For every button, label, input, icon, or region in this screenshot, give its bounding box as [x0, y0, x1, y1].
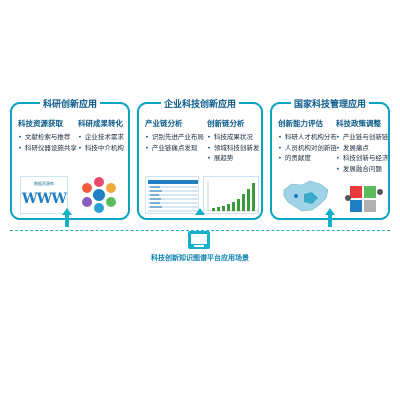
www-caption: 数据资源库	[34, 181, 54, 186]
column-achievement-transfer: 科研成果转化 企业技术需求 科技中介机构	[78, 118, 124, 153]
www-illustration: 数据资源库 WWW	[20, 176, 68, 214]
www-text: WWW	[21, 191, 67, 207]
arrow-up-icon	[62, 208, 72, 215]
arrow-stem	[328, 215, 332, 227]
column-heading: 产业链分析	[145, 119, 183, 128]
panel-title: 科研创新应用	[39, 97, 101, 110]
platform-label: 科技创新知识图谱平台应用场景	[151, 254, 249, 262]
puzzle-blocks-illustration	[342, 176, 386, 216]
list-item-continuation: 的贡献度	[278, 153, 337, 164]
arrow-up-icon	[325, 208, 335, 215]
list-item: 产业链痛点发现	[145, 143, 204, 154]
column-heading: 创新链分析	[207, 119, 245, 128]
panel-research-innovation: 科研创新应用 科技资源获取 文献检索与推荐 科研仪器设施共享 科研成果转化 企业…	[10, 97, 130, 220]
puzzle-blocks-icon	[345, 186, 383, 212]
map-illustration	[278, 176, 334, 216]
list-item: 领域科技创新发	[207, 143, 260, 154]
list-item: 科研人才机构分布	[278, 132, 337, 143]
divider-dashed	[10, 230, 390, 231]
puzzle-icon	[82, 177, 116, 213]
column-heading: 科技资源获取	[18, 119, 63, 128]
column-capability-assessment: 创新能力评估 科研人才机构分布 人员机构对创新链 的贡献度	[278, 118, 337, 164]
list-item: 企业技术需求	[78, 132, 124, 143]
list-item: 文献检索与推荐	[18, 132, 77, 143]
arrow-up-icon	[195, 208, 205, 215]
column-resource-access: 科技资源获取 文献检索与推荐 科研仪器设施共享	[18, 118, 77, 153]
column-heading: 创新能力评估	[278, 119, 323, 128]
bar-chart-icon	[207, 181, 258, 212]
panel-title: 国家科技管理应用	[290, 97, 370, 110]
panel-title: 企业科技创新应用	[160, 97, 240, 110]
list-item: 人员机构对创新链	[278, 143, 337, 154]
bar-chart-illustration	[203, 176, 259, 214]
map-icon	[283, 180, 329, 212]
list-item: 识别先进产业布局	[145, 132, 204, 143]
column-industry-chain: 产业链分析 识别先进产业布局 产业链痛点发现	[145, 118, 204, 153]
column-heading: 科研成果转化	[78, 119, 123, 128]
column-heading: 科技政策调整	[336, 119, 381, 128]
list-item: 产业链与创新链	[336, 132, 389, 143]
column-policy-adjustment: 科技政策调整 产业链与创新链 发展痛点 科技创新与经济 发展融合问题	[336, 118, 388, 174]
list-item: 科研仪器设施共享	[18, 143, 77, 154]
table-icon	[148, 180, 198, 212]
list-item-continuation: 发展痛点	[336, 143, 388, 154]
arrow-stem	[65, 215, 69, 227]
column-innovation-chain: 创新链分析 科技成果状况 领域科技创新发 展趋势	[207, 118, 259, 164]
puzzle-circle-illustration	[74, 176, 124, 214]
list-item: 科技中介机构	[78, 143, 124, 154]
list-item-continuation: 展趋势	[207, 153, 259, 164]
list-item: 科技成果状况	[207, 132, 259, 143]
list-item: 科技创新与经济	[336, 153, 389, 164]
panel-national-management: 国家科技管理应用 创新能力评估 科研人才机构分布 人员机构对创新链 的贡献度 科…	[270, 97, 390, 220]
panel-enterprise-innovation: 企业科技创新应用 产业链分析 识别先进产业布局 产业链痛点发现 创新链分析 科技…	[137, 97, 263, 220]
platform-icon	[188, 231, 210, 249]
list-item-continuation: 发展融合问题	[336, 164, 388, 175]
table-illustration	[145, 176, 199, 214]
